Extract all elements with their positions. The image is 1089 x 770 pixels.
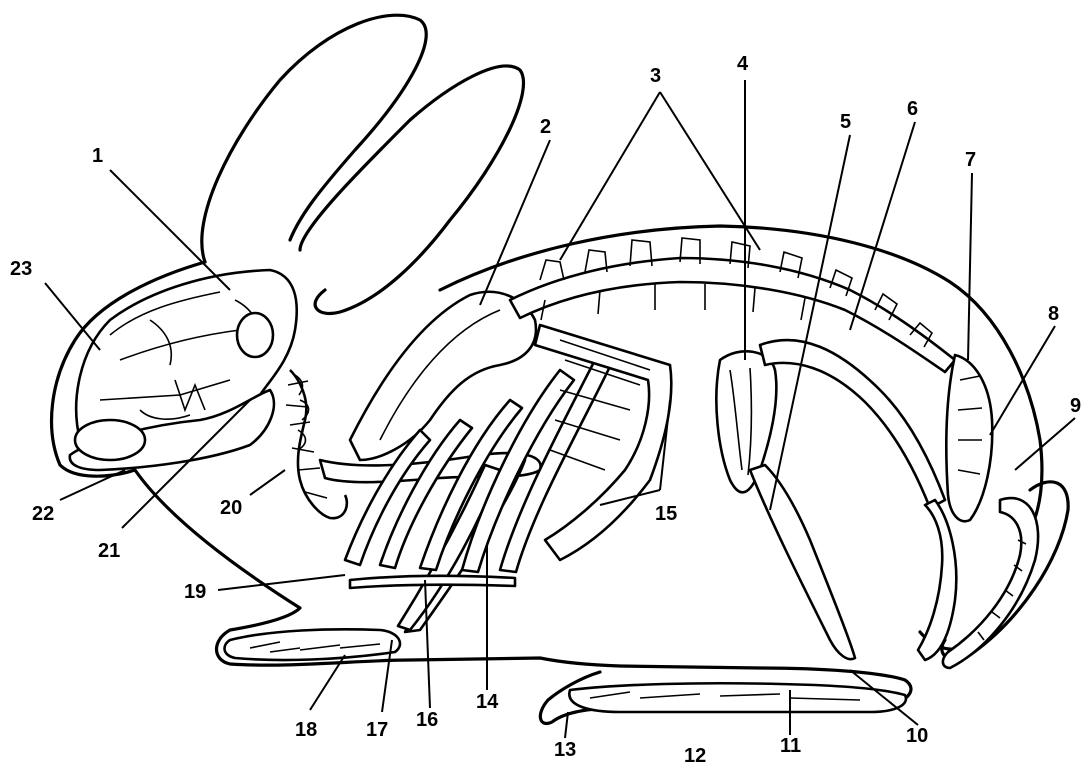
pelvis-and-hindleg <box>569 340 1038 712</box>
leader-9 <box>1015 418 1075 470</box>
label-22: 22 <box>32 503 54 525</box>
label-8: 8 <box>1048 303 1059 325</box>
label-2: 2 <box>540 116 551 138</box>
label-11: 11 <box>780 735 801 757</box>
label-16: 16 <box>416 709 438 731</box>
label-12: 12 <box>684 745 706 767</box>
leader-20 <box>250 470 285 495</box>
leader-6 <box>850 122 915 330</box>
label-23: 23 <box>10 258 32 280</box>
label-5: 5 <box>840 111 851 133</box>
label-17: 17 <box>366 719 388 741</box>
label-6: 6 <box>907 98 918 120</box>
label-18: 18 <box>295 719 317 741</box>
leader-23 <box>45 283 100 350</box>
leader-7 <box>968 173 972 360</box>
label-15: 15 <box>655 503 677 525</box>
label-19: 19 <box>184 581 206 603</box>
label-3: 3 <box>650 65 661 87</box>
label-9: 9 <box>1070 395 1081 417</box>
label-13: 13 <box>554 739 576 761</box>
skull <box>70 270 297 470</box>
label-4: 4 <box>737 53 749 75</box>
cervical-vertebrae <box>286 370 347 518</box>
label-1: 1 <box>92 145 103 167</box>
label-14: 14 <box>476 691 499 713</box>
leader-8 <box>990 326 1055 435</box>
label-20: 20 <box>220 497 242 519</box>
label-10: 10 <box>906 725 928 747</box>
leader-5 <box>770 135 850 510</box>
leader-19 <box>218 575 345 590</box>
label-21: 21 <box>98 540 120 562</box>
label-7: 7 <box>965 149 976 171</box>
